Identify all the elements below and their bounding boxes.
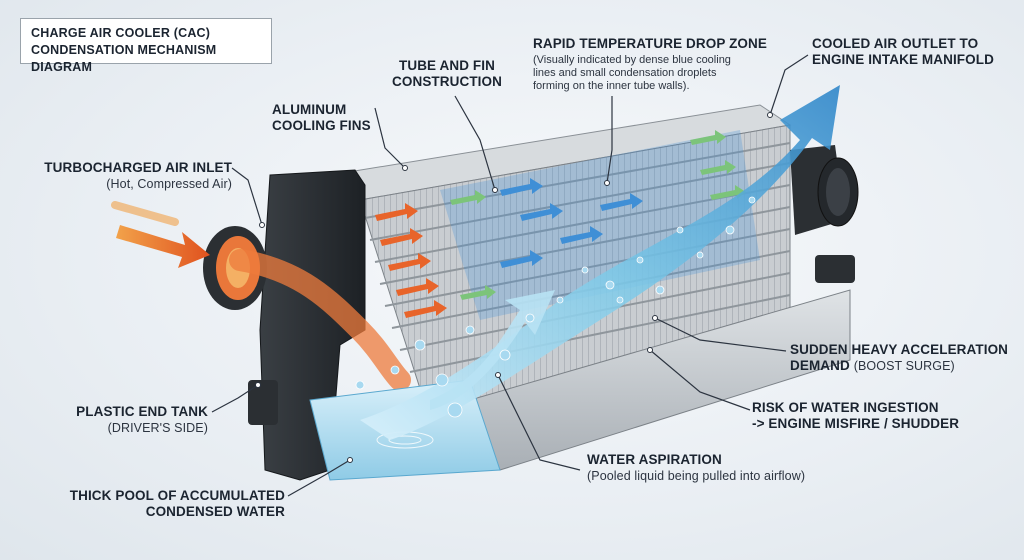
aspiration-sub: (Pooled liquid being pulled into airflow… bbox=[587, 469, 806, 483]
rapid-note-2: lines and small condensation droplets bbox=[533, 67, 717, 79]
title-line-2: CONDENSATION MECHANISM DIAGRAM bbox=[31, 43, 217, 74]
surge-line-1: SUDDEN HEAVY ACCELERATION bbox=[790, 342, 1009, 357]
outlet-pipe bbox=[790, 145, 859, 283]
fins-line-1: ALUMINUM bbox=[272, 102, 347, 117]
surge-line-2a: DEMAND bbox=[790, 358, 850, 373]
label-water-pool: THICK POOL OF ACCUMULATED CONDENSED WATE… bbox=[40, 488, 285, 520]
tank-heading: PLASTIC END TANK bbox=[76, 404, 208, 419]
fins-line-2: COOLING FINS bbox=[272, 118, 371, 133]
leader-lines bbox=[211, 54, 809, 497]
water-droplets bbox=[355, 196, 756, 418]
risk-line-2: -> ENGINE MISFIRE / SHUDDER bbox=[752, 416, 960, 431]
hot-air-inlet-arrow bbox=[111, 201, 210, 268]
aspiration-swirl bbox=[430, 290, 555, 410]
outlet-line-1: COOLED AIR OUTLET TO bbox=[812, 36, 979, 51]
label-tube-and-fin: TUBE AND FIN CONSTRUCTION bbox=[392, 58, 502, 90]
tube-line-1: TUBE AND FIN bbox=[399, 58, 495, 73]
outlet-line-2: ENGINE INTAKE MANIFOLD bbox=[812, 52, 994, 67]
diagram-title-box: CHARGE AIR COOLER (CAC) CONDENSATION MEC… bbox=[20, 18, 272, 74]
leader-dots bbox=[255, 112, 773, 463]
rapid-note-1: (Visually indicated by dense blue coolin… bbox=[533, 54, 731, 66]
rapid-heading: RAPID TEMPERATURE DROP ZONE bbox=[533, 36, 767, 51]
inlet-heading: TURBOCHARGED AIR INLET bbox=[44, 160, 232, 175]
tank-sub: (DRIVER'S SIDE) bbox=[107, 421, 208, 435]
internal-flow-arrows bbox=[375, 130, 746, 318]
surge-line-2b: (BOOST SURGE) bbox=[853, 359, 955, 373]
label-aluminum-fins: ALUMINUM COOLING FINS bbox=[272, 102, 371, 134]
label-rapid-temp-drop: RAPID TEMPERATURE DROP ZONE bbox=[533, 36, 767, 52]
label-water-ingestion-risk: RISK OF WATER INGESTION -> ENGINE MISFIR… bbox=[752, 400, 959, 432]
label-cooled-air-outlet: COOLED AIR OUTLET TO ENGINE INTAKE MANIF… bbox=[812, 36, 994, 68]
label-boost-surge: SUDDEN HEAVY ACCELERATION DEMAND (BOOST … bbox=[790, 342, 1008, 374]
pool-line-1: THICK POOL OF ACCUMULATED bbox=[69, 488, 285, 503]
label-plastic-end-tank: PLASTIC END TANK (DRIVER'S SIDE) bbox=[40, 404, 208, 436]
rapid-note-3: forming on the inner tube walls). bbox=[533, 80, 690, 92]
rapid-cooling-zone bbox=[440, 130, 760, 320]
label-turbo-air-inlet: TURBOCHARGED AIR INLET (Hot, Compressed … bbox=[22, 160, 232, 192]
aspiration-heading: WATER ASPIRATION bbox=[587, 452, 722, 467]
risk-line-1: RISK OF WATER INGESTION bbox=[752, 400, 939, 415]
tube-line-2: CONSTRUCTION bbox=[392, 74, 502, 89]
inlet-sub: (Hot, Compressed Air) bbox=[106, 177, 232, 191]
label-water-aspiration: WATER ASPIRATION (Pooled liquid being pu… bbox=[587, 452, 805, 484]
rapid-note: (Visually indicated by dense blue coolin… bbox=[533, 54, 773, 93]
cooled-air-flow bbox=[360, 85, 840, 440]
title-line-1: CHARGE AIR COOLER (CAC) bbox=[31, 26, 211, 40]
hot-air-stream bbox=[229, 249, 411, 391]
pool-line-2: CONDENSED WATER bbox=[145, 504, 285, 519]
